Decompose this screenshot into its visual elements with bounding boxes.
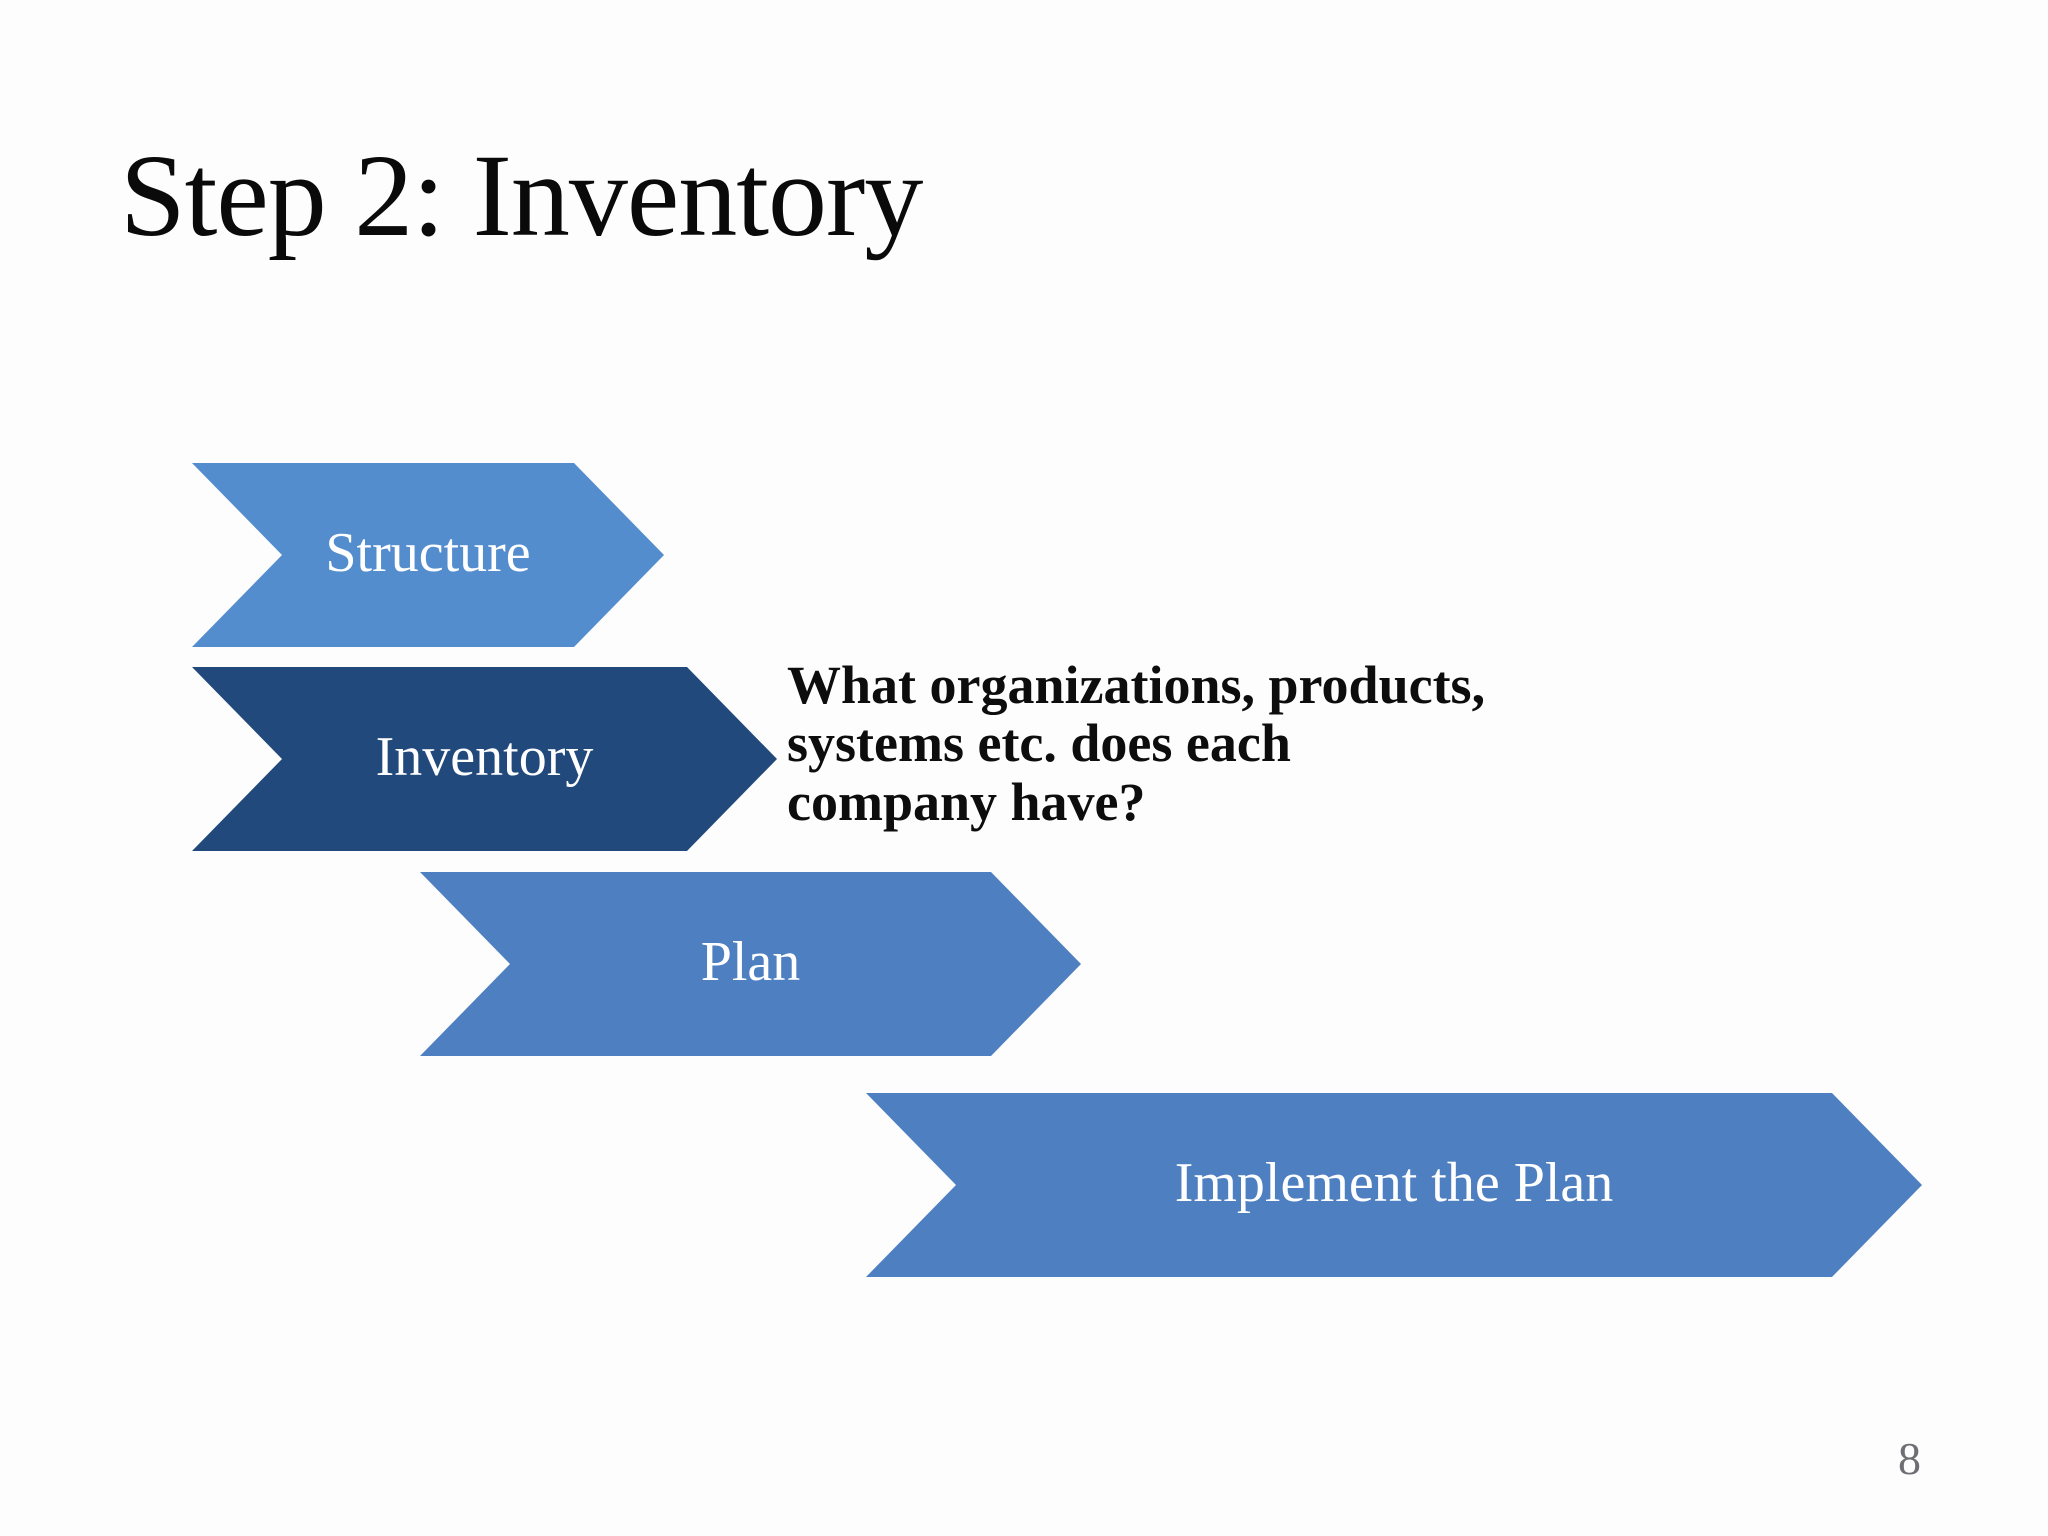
page-number: 8 xyxy=(1898,1433,1921,1484)
arrow-implement-the-plan-label: Implement the Plan xyxy=(1174,1152,1614,1214)
arrow-plan: Plan xyxy=(420,872,1081,1056)
arrow-implement-the-plan: Implement the Plan xyxy=(866,1093,1922,1277)
arrow-inventory: Inventory xyxy=(192,667,777,851)
arrow-plan-label: Plan xyxy=(700,931,801,993)
page-title: Step 2: Inventory xyxy=(120,130,923,261)
arrow-structure: Structure xyxy=(192,463,664,647)
annotation-text: What organizations, products, systems et… xyxy=(787,655,1486,832)
arrow-inventory-label: Inventory xyxy=(375,726,594,788)
arrow-structure-label: Structure xyxy=(325,522,531,584)
